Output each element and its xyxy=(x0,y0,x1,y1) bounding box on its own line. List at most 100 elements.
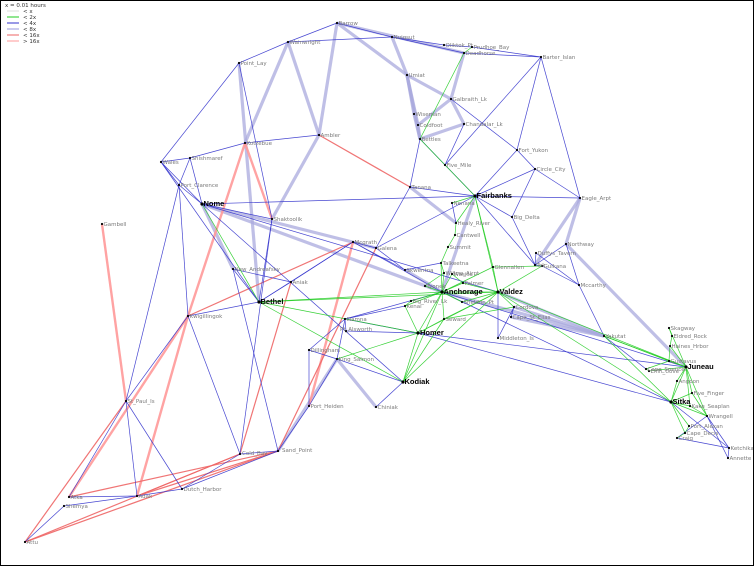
edge-valdez-juneau xyxy=(497,291,687,368)
edge-glennallen-valdez xyxy=(492,266,499,293)
node-port_clarence: Port_Clarence xyxy=(177,183,219,189)
node-dot xyxy=(667,359,671,363)
node-angoon: Angoon xyxy=(675,379,700,385)
node-bettles: Bettles xyxy=(418,137,441,143)
node-skwentna: Skwentna xyxy=(403,268,434,274)
edge-deadhorse-prudhoe xyxy=(463,46,473,54)
node-label: Fairbanks xyxy=(477,191,512,200)
legend-entry: < 8x xyxy=(7,27,37,33)
edge-juneau-angoon xyxy=(676,366,687,382)
node-label: Galena xyxy=(378,246,397,252)
node-kotzebue: Kotzebue xyxy=(243,141,273,147)
node-dot xyxy=(454,221,458,225)
edge-northway-mccarthy xyxy=(565,243,580,286)
node-dot xyxy=(515,148,519,152)
node-dot xyxy=(286,40,290,44)
node-label: King_Salmon xyxy=(339,357,375,363)
node-dillingham: Dillingham xyxy=(307,348,341,354)
node-label: Dillingham xyxy=(311,348,341,354)
edge-nenana-fairbanks xyxy=(451,195,476,204)
edge-sitka-cape_decis xyxy=(670,401,686,434)
edge-galbraith-coldfoot xyxy=(417,97,452,127)
edge-fairbanks-tok xyxy=(474,195,536,266)
node-skagway: Skagway xyxy=(667,326,696,332)
node-dot xyxy=(403,268,407,272)
node-dot xyxy=(188,156,192,160)
edge-kodiak-anchorage xyxy=(402,291,443,383)
edge-fairbanks-glennallen xyxy=(474,195,494,268)
edge-juneau-elfin_cove xyxy=(648,366,687,372)
node-dot xyxy=(684,365,688,369)
edge-valdez-sitka xyxy=(497,291,672,403)
node-kwigillingok: Kwigillingok xyxy=(186,314,223,320)
edge-nome-galena xyxy=(201,202,377,250)
node-label: Sitka xyxy=(673,397,692,406)
edge-wales-bethel xyxy=(160,161,260,303)
edge-tok-duffys xyxy=(534,252,537,266)
node-label: Chandalar_Lk xyxy=(466,122,504,128)
edge-fort_yukon-circle xyxy=(516,149,536,170)
edge-sitka-port_alexander xyxy=(670,401,690,427)
node-dot xyxy=(683,431,687,435)
edge-juneau-wrangell xyxy=(685,366,708,417)
node-shaktoolik: Shaktoolik xyxy=(270,217,303,223)
node-dot xyxy=(496,290,500,294)
node-dot xyxy=(442,317,446,321)
node-label: Glennallen xyxy=(495,265,525,271)
node-label: Mccarthy xyxy=(581,283,607,289)
edge-bethel-valdez xyxy=(258,291,499,303)
edge-st_paul-attu xyxy=(24,400,127,543)
edge-king_salmon-chiniak xyxy=(335,357,378,409)
node-dot xyxy=(668,344,672,348)
node-port_alexander: Port_Alexan xyxy=(687,424,723,430)
node-label: Wainwright xyxy=(290,40,322,46)
node-dot xyxy=(705,414,709,418)
node-bethel: Bethel xyxy=(257,297,283,306)
edge-homer-kodiak xyxy=(402,332,419,383)
node-fairbanks: Fairbanks xyxy=(473,191,512,200)
node-tanana: Tanana xyxy=(408,185,431,191)
edge-anchorage-glennallen xyxy=(441,266,494,293)
edge-point_lay-wales xyxy=(160,62,240,163)
node-wainwright: Wainwright xyxy=(286,40,322,46)
node-label: Sheldon_Pt xyxy=(464,300,495,306)
node-label: Kenai xyxy=(407,304,423,310)
edge-attu-sand_point xyxy=(24,450,279,543)
node-dot xyxy=(450,201,454,205)
edge-king_salmon-iliamna xyxy=(336,318,346,360)
edge-northway-tok xyxy=(534,243,567,266)
edge-nuiqsut-umiat xyxy=(390,36,409,76)
edge-bethel-anchorage xyxy=(258,291,443,303)
edge-wainwright-kotzebue xyxy=(243,41,290,144)
edge-northway-juneau xyxy=(564,242,688,369)
edge-nuiqsut-deadhorse xyxy=(391,36,465,54)
edge-wrangell-five_finger xyxy=(691,392,708,417)
edge-yakutat-sitka xyxy=(603,335,672,403)
edge-wiseman-bettles xyxy=(412,113,422,140)
edge-bethel-homer xyxy=(258,301,419,334)
edge-anchorage-big_river xyxy=(410,291,443,302)
node-mccarthy: Mccarthy xyxy=(577,283,607,289)
edge-barter-five_mile xyxy=(444,56,542,166)
node-label: Cordova xyxy=(516,305,539,311)
edge-anchorage-sitka xyxy=(441,291,672,403)
node-layer: BarrowWainwrightPoint_LayKotzebueAmblerW… xyxy=(23,21,753,546)
node-dot xyxy=(533,167,537,171)
edge-nome-valdez xyxy=(201,203,499,293)
node-label: Circle_City xyxy=(537,167,567,173)
node-dot xyxy=(159,160,163,164)
node-dot xyxy=(317,133,321,137)
node-middleton: Middleton_Is xyxy=(496,336,534,342)
node-dot xyxy=(496,336,500,340)
node-label: Haines_Hrbor xyxy=(672,344,710,350)
edge-fairbanks-circle xyxy=(474,168,536,197)
edge-aniak-mcgrath xyxy=(290,241,354,283)
node-dot xyxy=(289,280,293,284)
node-label: Kake_Seaplan xyxy=(692,404,731,410)
edge-new_andreafsky-bethel xyxy=(232,268,260,303)
node-cape_spencer: Cape_Spencer xyxy=(644,367,688,373)
node-label: Barrow xyxy=(339,21,359,27)
node-dot xyxy=(446,245,450,249)
node-label: Chiniak xyxy=(378,405,399,411)
edge-wrangell-craig xyxy=(676,415,708,439)
